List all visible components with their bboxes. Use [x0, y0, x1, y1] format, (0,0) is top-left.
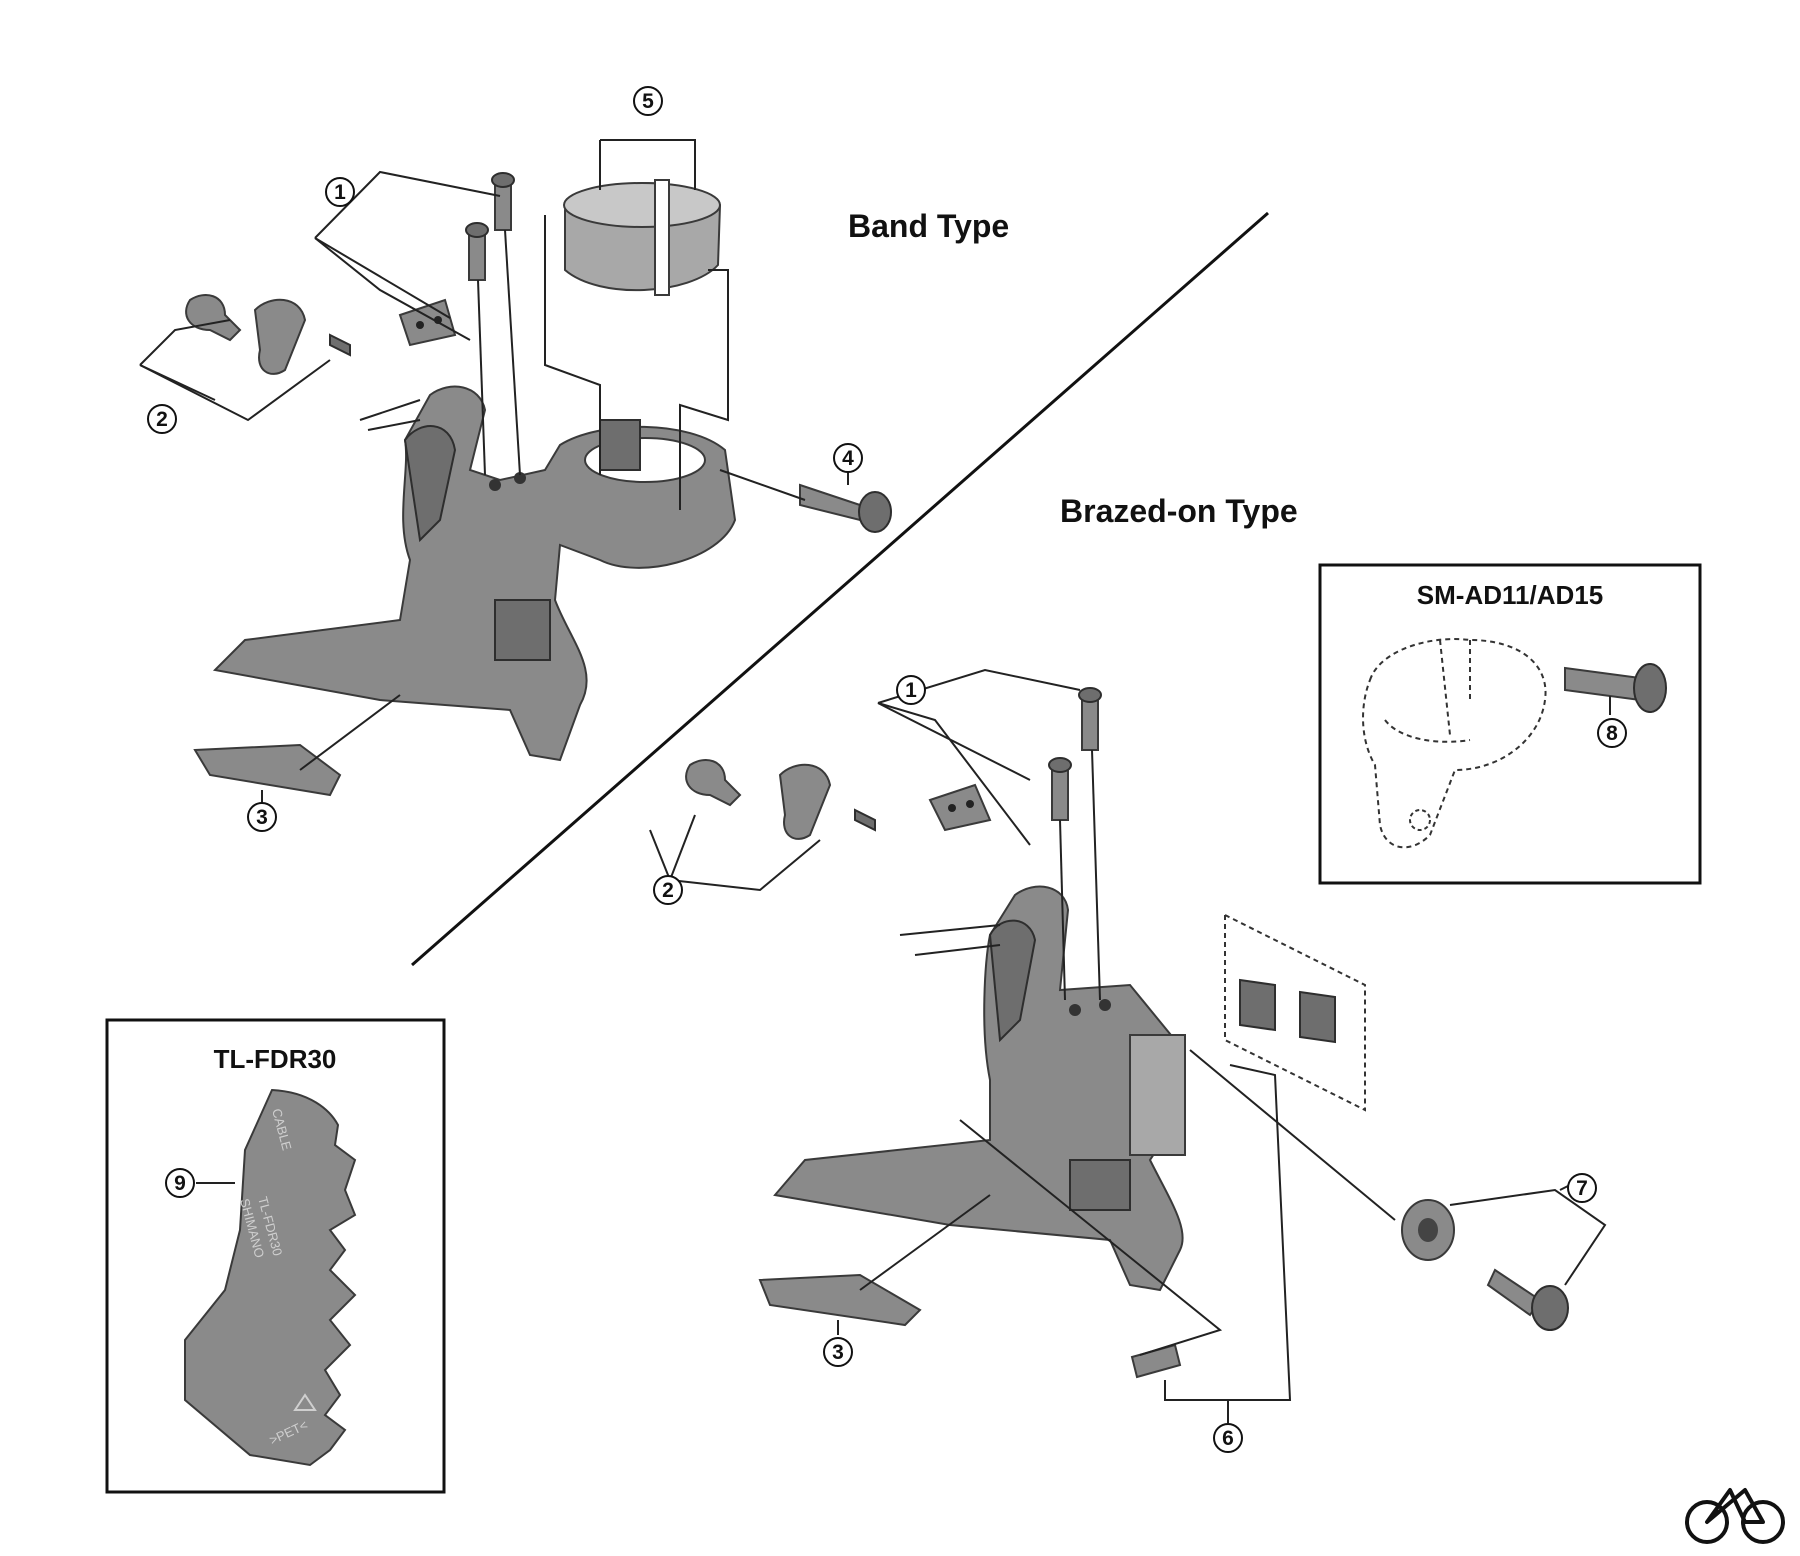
tool-part: SHIMANO TL-FDR30 CABLE >PET< [184, 1088, 357, 1467]
recycle-icon [293, 1393, 317, 1411]
callout-band-1: 1 [325, 177, 355, 207]
svg-text:6: 6 [1222, 1427, 1234, 1450]
adapter-band-part [1362, 638, 1547, 849]
svg-text:4: 4 [842, 447, 854, 470]
callout-band-2: 2 [147, 404, 177, 434]
brazed-on-type-title: Brazed-on Type [1060, 493, 1298, 529]
callout-adapter-8: 8 [1597, 718, 1627, 748]
band-type-assembly [139, 139, 892, 805]
band-clamp-part [563, 179, 722, 296]
callout-band-4: 4 [833, 443, 863, 473]
svg-text:1: 1 [334, 181, 346, 204]
svg-text:2: 2 [662, 879, 674, 902]
adapter-box-title: SM-AD11/AD15 [1417, 580, 1603, 610]
band-inner-pad-part [193, 743, 342, 797]
callout-band-3: 3 [247, 802, 277, 832]
svg-text:5: 5 [642, 90, 654, 113]
svg-text:9: 9 [174, 1172, 186, 1195]
svg-text:2: 2 [156, 408, 168, 431]
svg-text:8: 8 [1606, 722, 1618, 745]
brazed-screws-part [928, 687, 1102, 832]
brazed-on-assembly [649, 668, 1607, 1423]
brazed-inner-pad-part [758, 1273, 922, 1327]
svg-text:3: 3 [832, 1341, 844, 1364]
band-derailleur-body [212, 385, 737, 762]
svg-text:1: 1 [905, 679, 917, 702]
svg-text:7: 7 [1576, 1177, 1588, 1200]
adapter-box: SM-AD11/AD15 8 [1318, 563, 1702, 885]
callout-brazed-7: 7 [1567, 1173, 1597, 1203]
callout-brazed-6: 6 [1213, 1423, 1243, 1453]
svg-text:3: 3 [256, 806, 268, 829]
bicycle-icon [1685, 1488, 1785, 1544]
callout-brazed-1: 1 [896, 675, 926, 705]
band-type-title: Band Type [848, 208, 1009, 244]
band-screws-part [398, 172, 515, 347]
brazed-cable-bolt-part [685, 759, 876, 840]
callout-tool-9: 9 [165, 1168, 195, 1198]
tool-box-title: TL-FDR30 [214, 1044, 337, 1074]
callout-brazed-2: 2 [653, 875, 683, 905]
callout-brazed-3: 3 [823, 1337, 853, 1367]
band-cable-bolt-part [185, 294, 351, 375]
band-clamp-bolt-part [799, 483, 892, 533]
adapter-bolt-part [1564, 663, 1667, 715]
tool-box: TL-FDR30 SHIMANO TL-FDR30 CABLE >PET< 9 [105, 1018, 446, 1494]
brazed-fixing-bolt-part [1401, 1199, 1569, 1331]
callout-band-5: 5 [633, 86, 663, 116]
brazed-support-pads-part [1130, 913, 1366, 1379]
divider-line [411, 211, 1269, 967]
brazed-derailleur-body [773, 885, 1186, 1292]
